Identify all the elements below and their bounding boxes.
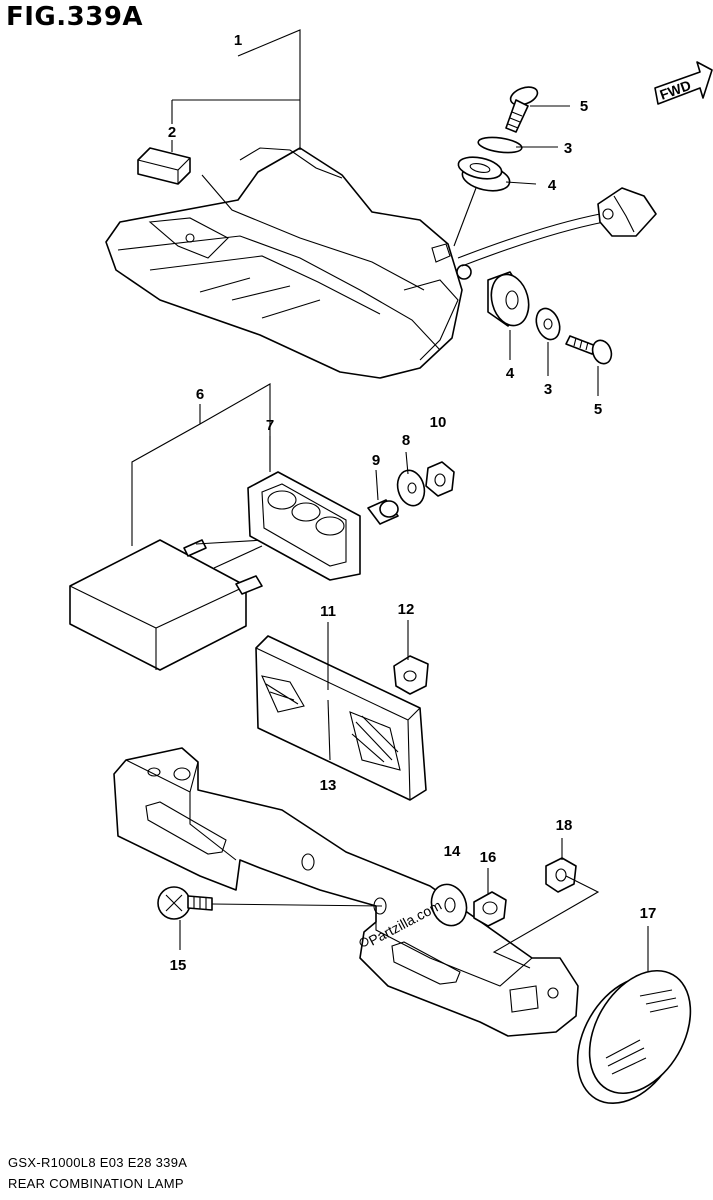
callout-10: 10 [430, 414, 447, 431]
washer-lower [535, 307, 561, 341]
grommet-upper [457, 156, 511, 192]
callout-2: 2 [168, 124, 176, 141]
callout-9: 9 [372, 452, 380, 469]
spacer-part-14 [430, 883, 468, 927]
callout-4-upper: 4 [548, 177, 557, 194]
callout-5-upper: 5 [580, 98, 588, 115]
gasket-part-7 [247, 471, 361, 581]
callout-4-lower: 4 [506, 365, 515, 382]
callout-13: 13 [320, 777, 337, 794]
callout-15: 15 [170, 957, 187, 974]
callout-8: 8 [402, 432, 410, 449]
rear-combination-lamp-housing [105, 147, 657, 379]
callout-18: 18 [556, 817, 573, 834]
callout-14: 14 [444, 843, 461, 860]
screw-lower [565, 335, 613, 365]
nut-part-18 [545, 857, 577, 893]
washer-part-8 [396, 469, 426, 507]
callout-3-upper: 3 [564, 140, 572, 157]
callout-11: 11 [320, 603, 336, 620]
diagram-name: REAR COMBINATION LAMP [8, 1176, 184, 1191]
screw-part-15 [157, 886, 213, 920]
callout-3-lower: 3 [544, 381, 552, 398]
callout-16: 16 [480, 849, 497, 866]
callout-17: 17 [640, 905, 657, 922]
leader-lines [131, 29, 649, 972]
screw-upper [505, 86, 539, 133]
reflector-part-11 [255, 635, 427, 801]
figure-title: FIG.339A [6, 2, 144, 32]
grommet-lower [487, 271, 530, 327]
pad-part-2 [137, 147, 191, 185]
washer-upper [477, 136, 523, 154]
license-lamp-unit [69, 539, 265, 671]
fwd-label: FWD [658, 77, 693, 103]
nut-part-12 [393, 655, 429, 695]
callout-7: 7 [266, 417, 274, 434]
callout-12: 12 [398, 601, 415, 618]
callout-5-lower: 5 [594, 401, 602, 418]
callout-1: 1 [234, 32, 242, 49]
nut-part-10 [425, 461, 455, 497]
collar-part-9 [367, 499, 399, 525]
callout-6: 6 [196, 386, 204, 403]
fwd-arrow-icon: FWD [654, 61, 713, 105]
nut-part-16 [473, 891, 507, 927]
model-code: GSX-R1000L8 E03 E28 339A [8, 1155, 188, 1170]
round-reflector [576, 969, 692, 1105]
mounting-bracket [113, 747, 579, 1037]
